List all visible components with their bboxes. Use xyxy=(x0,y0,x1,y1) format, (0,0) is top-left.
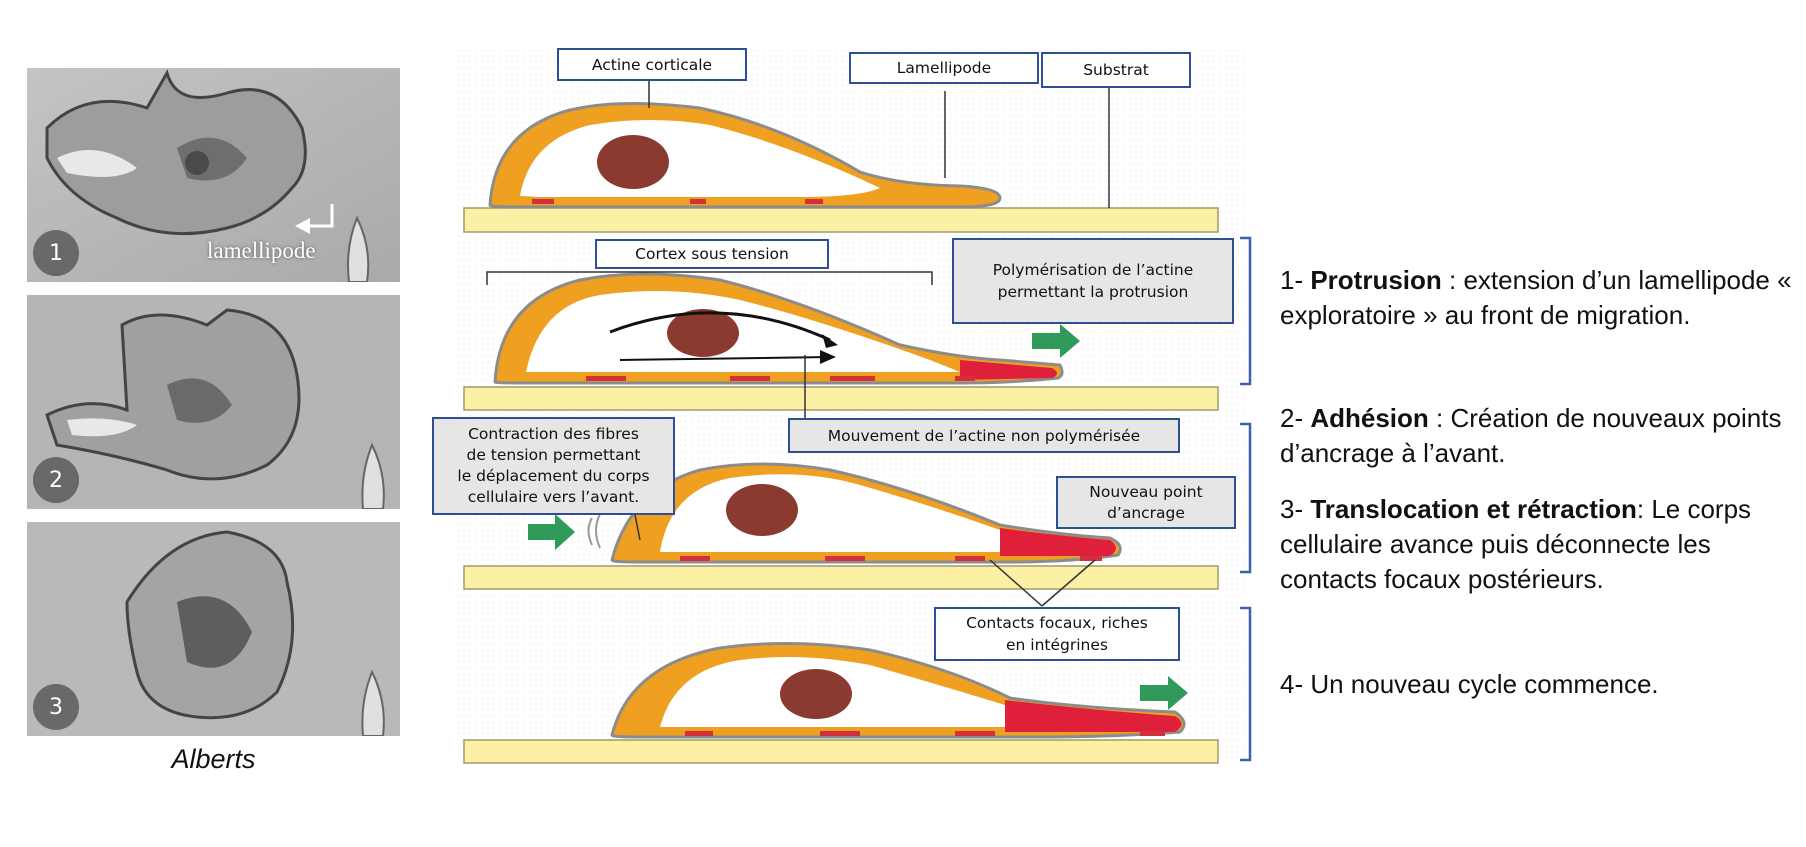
step-protrusion: 1- Protrusion : extension d’un lamellipo… xyxy=(1280,263,1800,333)
nucleus xyxy=(597,135,669,189)
nucleus xyxy=(667,309,739,357)
step-term: Protrusion xyxy=(1310,265,1442,295)
cell-stage-3 xyxy=(528,462,1122,564)
label-contraction: Contraction des fibres de tension permet… xyxy=(432,417,675,515)
photo-number: 3 xyxy=(33,684,79,730)
label-contraction-line: de tension permettant xyxy=(466,446,641,464)
label-polymerisation: Polymérisation de l’actine permettant la… xyxy=(952,238,1234,324)
step-text: Un nouveau cycle commence. xyxy=(1310,669,1659,699)
cell-stage-1 xyxy=(488,101,1002,209)
cell-stage-4 xyxy=(610,641,1188,739)
step-text: : Le corps cellulaire avance puis déconn… xyxy=(1280,494,1752,594)
photo-number: 1 xyxy=(33,230,79,276)
label-contacts-focaux: Contacts focaux, riches en intégrines xyxy=(934,607,1180,661)
label-cortex-sous-tension: Cortex sous tension xyxy=(595,239,829,269)
step-prefix: 4- xyxy=(1280,669,1311,699)
label-nouveau-point: Nouveau point d’ancrage xyxy=(1056,476,1236,529)
label-substrat: Substrat xyxy=(1041,52,1191,88)
label-contraction-line: cellulaire vers l’avant. xyxy=(467,488,640,506)
label-lamellipode: Lamellipode xyxy=(849,52,1039,84)
substrate-bar xyxy=(463,386,1219,411)
cell-stage-2 xyxy=(493,272,1080,385)
actin-flow-arrow xyxy=(609,311,831,342)
label-nouveau-line: d’ancrage xyxy=(1107,503,1185,522)
polymerizing-actin xyxy=(1005,700,1182,732)
label-contacts-line: Contacts focaux, riches xyxy=(966,614,1148,632)
nucleus xyxy=(726,484,798,536)
step-prefix: 3- xyxy=(1280,494,1311,524)
migration-arrow xyxy=(1140,676,1188,710)
micrograph-3: 3 xyxy=(27,522,400,736)
label-actine-corticale: Actine corticale xyxy=(557,48,747,81)
photo-number: 2 xyxy=(33,457,79,503)
substrate-bar xyxy=(463,565,1219,590)
lamellipode-photo-label: lamellipode xyxy=(207,238,316,263)
label-contraction-line: Contraction des fibres xyxy=(468,425,639,443)
step-text: : extension d’un lamellipode « explorato… xyxy=(1280,265,1792,330)
micrograph-1: lamellipode 1 xyxy=(27,68,400,282)
micrograph-2: 2 xyxy=(27,295,400,509)
polymerizing-actin xyxy=(960,360,1057,380)
step-prefix: 2- xyxy=(1280,403,1311,433)
step-translocation: 3- Translocation et rétraction: Le corps… xyxy=(1280,492,1800,597)
step-text: : Création de nouveaux points d’ancrage … xyxy=(1280,403,1782,468)
contraction-arrow xyxy=(528,514,575,550)
step-nouveau-cycle: 4- Un nouveau cycle commence. xyxy=(1280,667,1800,702)
nucleus xyxy=(780,669,852,719)
polymerizing-actin xyxy=(1000,528,1116,556)
label-contraction-line: le déplacement du corps xyxy=(457,467,650,485)
protrusion-arrow xyxy=(1032,324,1080,358)
step-term: Adhésion xyxy=(1310,403,1429,433)
step-term: Translocation et rétraction xyxy=(1310,494,1637,524)
label-polymerisation-line: permettant la protrusion xyxy=(997,283,1189,301)
step-prefix: 1- xyxy=(1280,265,1311,295)
label-polymerisation-line: Polymérisation de l’actine xyxy=(992,261,1194,279)
step-adhesion: 2- Adhésion : Création de nouveaux point… xyxy=(1280,401,1800,471)
label-nouveau-line: Nouveau point xyxy=(1089,482,1203,501)
label-contacts-line: en intégrines xyxy=(1006,636,1108,654)
substrate-bar xyxy=(463,207,1219,233)
image-credit: Alberts xyxy=(171,744,256,774)
substrate-bars xyxy=(463,207,1219,764)
label-mouvement-actine: Mouvement de l’actine non polymérisée xyxy=(788,418,1180,453)
substrate-bar xyxy=(463,739,1219,764)
